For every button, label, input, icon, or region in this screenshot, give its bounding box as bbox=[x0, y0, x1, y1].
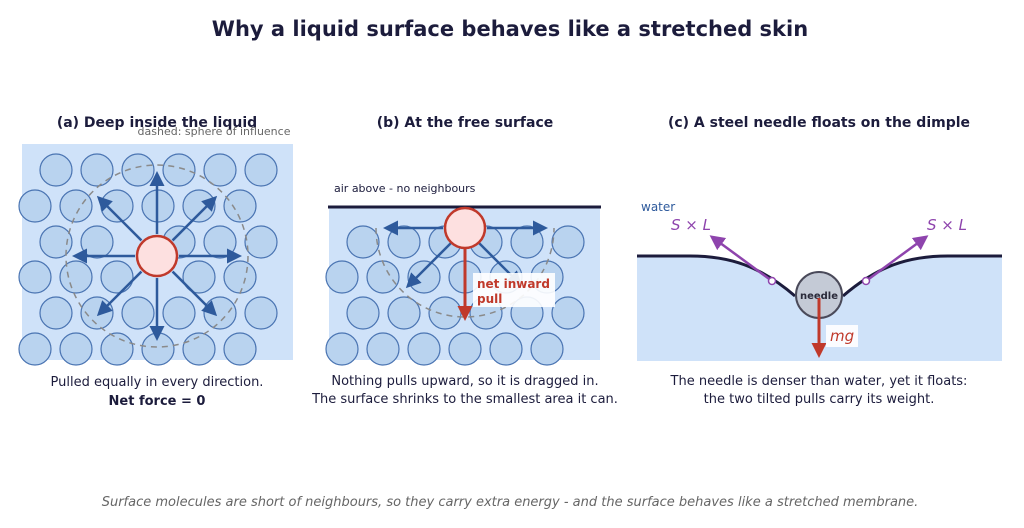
molecule bbox=[18, 332, 52, 366]
panel-c-weight-label-box bbox=[826, 325, 858, 347]
force-arrow bbox=[171, 270, 218, 317]
molecule bbox=[182, 332, 216, 366]
molecule bbox=[551, 225, 585, 259]
panel-c-caption-line2: the two tilted pulls carry its weight. bbox=[704, 392, 935, 407]
panel-a-heading: (a) Deep inside the liquid bbox=[57, 115, 257, 131]
panel-a-note: dashed: sphere of influence bbox=[138, 125, 291, 138]
panel-c-contact-point-right bbox=[861, 276, 871, 286]
panel-c-heading: (c) A steel needle floats on the dimple bbox=[668, 115, 970, 131]
molecule bbox=[489, 332, 523, 366]
molecule bbox=[325, 332, 359, 366]
panel-a-focus-molecule bbox=[135, 234, 179, 278]
panel-c: (c) A steel needle floats on the dimple … bbox=[637, 115, 1002, 407]
panel-c-caption-line1: The needle is denser than water, yet it … bbox=[670, 374, 968, 389]
molecule bbox=[244, 225, 278, 259]
molecule bbox=[80, 153, 114, 187]
molecule bbox=[366, 260, 400, 294]
molecule bbox=[39, 225, 73, 259]
panel-b-caption-line1: Nothing pulls upward, so it is dragged i… bbox=[331, 374, 598, 389]
panel-b-pull-label: pull bbox=[477, 292, 502, 306]
panel-c-tension-right-arrow bbox=[865, 235, 929, 283]
panel-b-caption-line2: The surface shrinks to the smallest area… bbox=[311, 392, 618, 407]
panel-c-tension-right-label: S × L bbox=[927, 216, 967, 234]
panel-b-focus-molecule bbox=[443, 206, 487, 250]
molecule bbox=[121, 153, 155, 187]
molecule bbox=[428, 296, 462, 330]
molecule bbox=[18, 260, 52, 294]
molecule bbox=[182, 260, 216, 294]
molecule bbox=[325, 260, 359, 294]
molecule bbox=[448, 332, 482, 366]
molecule bbox=[407, 332, 441, 366]
panel-b-molecules bbox=[325, 225, 585, 366]
panel-c-weight-label: mg bbox=[830, 327, 854, 345]
diagram-title: Why a liquid surface behaves like a stre… bbox=[212, 17, 808, 41]
molecule bbox=[100, 332, 134, 366]
molecule bbox=[203, 296, 237, 330]
molecule bbox=[203, 225, 237, 259]
force-arrow bbox=[405, 242, 452, 289]
molecule bbox=[244, 296, 278, 330]
molecule bbox=[223, 332, 257, 366]
molecule bbox=[59, 189, 93, 223]
molecule bbox=[551, 296, 585, 330]
panel-b-label-box bbox=[473, 273, 555, 307]
molecule bbox=[59, 332, 93, 366]
molecule bbox=[387, 296, 421, 330]
panel-a-force-arrows bbox=[72, 171, 242, 341]
force-arrow bbox=[96, 270, 143, 317]
panel-b-net-inward-label: net inward bbox=[477, 277, 550, 291]
molecule bbox=[80, 225, 114, 259]
panel-c-needle-label: needle bbox=[800, 291, 838, 302]
force-arrow bbox=[171, 195, 218, 242]
panel-c-tension-left-label: S × L bbox=[671, 216, 711, 234]
footer-note: Surface molecules are short of neighbour… bbox=[102, 495, 919, 510]
molecule bbox=[244, 153, 278, 187]
molecule bbox=[162, 296, 196, 330]
molecule bbox=[530, 332, 564, 366]
force-arrow bbox=[96, 195, 143, 242]
molecule bbox=[121, 296, 155, 330]
molecule bbox=[223, 260, 257, 294]
molecule bbox=[346, 296, 380, 330]
molecule bbox=[100, 260, 134, 294]
panel-c-tension-left-arrow bbox=[709, 235, 773, 283]
molecule bbox=[39, 296, 73, 330]
molecule bbox=[387, 225, 421, 259]
molecule bbox=[18, 189, 52, 223]
molecule bbox=[366, 332, 400, 366]
panel-a-caption-line2: Net force = 0 bbox=[109, 394, 206, 409]
molecule bbox=[223, 189, 257, 223]
panel-b: (b) At the free surface air above - no n… bbox=[311, 115, 618, 407]
panel-b-heading: (b) At the free surface bbox=[377, 115, 554, 131]
molecule bbox=[59, 260, 93, 294]
panel-a-caption-line1: Pulled equally in every direction. bbox=[51, 375, 264, 390]
molecule bbox=[346, 225, 380, 259]
molecule bbox=[39, 153, 73, 187]
molecule bbox=[407, 260, 441, 294]
panel-c-water-label: water bbox=[641, 200, 675, 214]
panel-a-influence-sphere bbox=[65, 164, 249, 348]
molecule bbox=[203, 153, 237, 187]
panel-a: (a) Deep inside the liquid dashed: spher… bbox=[18, 115, 293, 409]
molecule bbox=[510, 225, 544, 259]
molecule bbox=[182, 189, 216, 223]
panel-c-contact-point-left bbox=[767, 276, 777, 286]
panel-b-air-label: air above - no neighbours bbox=[334, 182, 476, 195]
panel-c-surface-line bbox=[637, 254, 1002, 298]
molecule bbox=[162, 153, 196, 187]
